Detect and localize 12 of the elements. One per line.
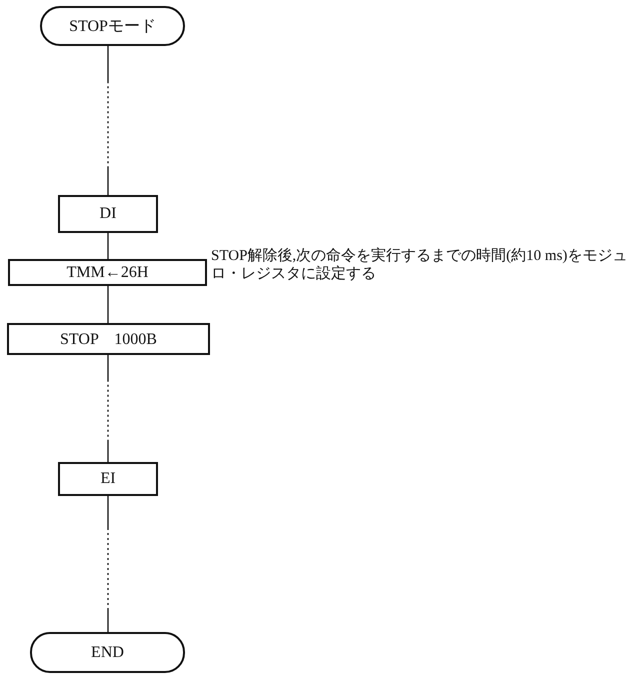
process-box: DI — [58, 195, 158, 233]
terminal-box: STOPモード — [40, 6, 185, 46]
connector-line — [107, 46, 109, 195]
connector-line — [107, 355, 109, 462]
process-box: TMM←26H — [8, 259, 207, 286]
connector-line — [107, 496, 109, 632]
connector-line — [107, 286, 109, 323]
process-box: STOP 1000B — [7, 323, 210, 355]
connector-line — [107, 233, 109, 259]
note-text: STOP解除後,次の命令を実行するまでの時間(約10 ms)をモジュロ・レジスタに設定する — [211, 247, 628, 283]
process-box: EI — [58, 462, 158, 496]
terminal-box: END — [30, 632, 185, 673]
